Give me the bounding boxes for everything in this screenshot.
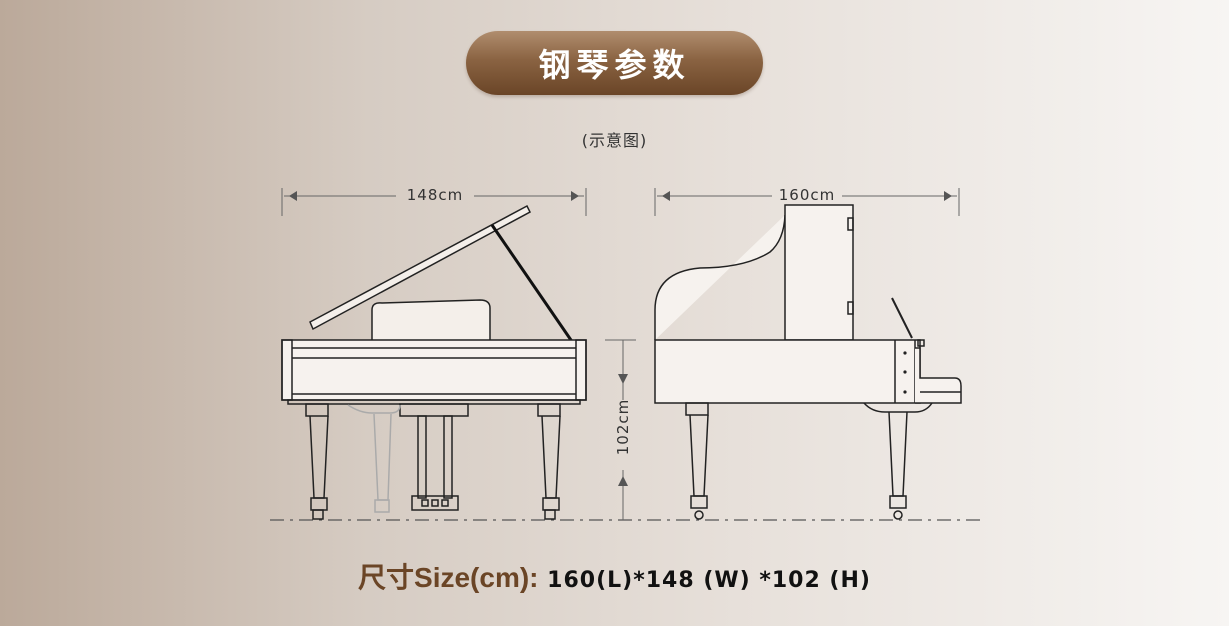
page-title: 钢琴参数 bbox=[538, 46, 691, 84]
front-width-dimension bbox=[281, 188, 587, 216]
size-value: 160(L)*148 (W) *102 (H) bbox=[538, 568, 871, 593]
side-length-dimension bbox=[654, 188, 960, 216]
side-view bbox=[654, 188, 962, 520]
front-width-label: 148cm bbox=[407, 186, 464, 204]
size-label: 尺寸Size(cm): bbox=[358, 562, 539, 593]
size-spec: 尺寸Size(cm): 160(L)*148 (W) *102 (H) bbox=[0, 556, 1229, 596]
title-banner: 钢琴参数 bbox=[466, 31, 763, 95]
height-label: 102cm bbox=[614, 399, 632, 456]
front-view bbox=[281, 188, 587, 520]
diagram-note: (示意图) bbox=[581, 131, 648, 150]
height-dimension bbox=[605, 339, 636, 520]
side-length-label: 160cm bbox=[779, 186, 836, 204]
